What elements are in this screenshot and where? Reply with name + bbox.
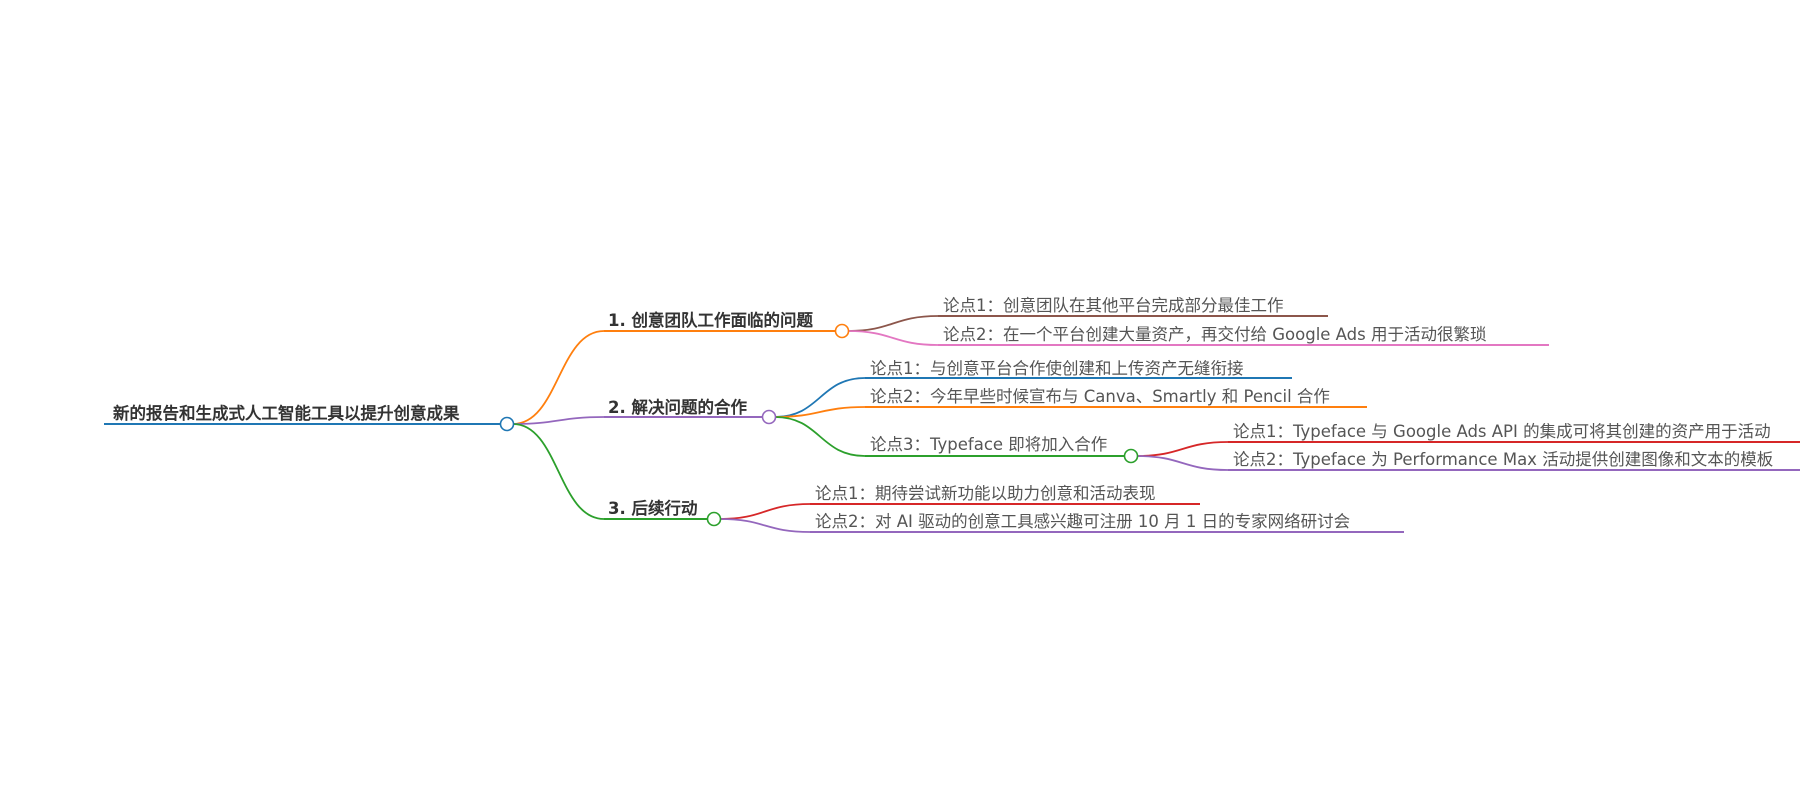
root-label: 新的报告和生成式人工智能工具以提升创意成果 xyxy=(113,403,460,423)
edge-branch-1-leaf-1 xyxy=(847,315,939,332)
edge-root-branch-3 xyxy=(512,423,605,520)
edge-branch-2-leaf-3 xyxy=(774,416,866,457)
leaf-label-2-2: 论点2：今年早些时候宣布与 Canva、Smartly 和 Pencil 合作 xyxy=(870,387,1330,406)
leaf-node-2-3-2[interactable]: 论点2：Typeface 为 Performance Max 活动提供创建图像和… xyxy=(1228,450,1800,471)
leaf-label-1-2: 论点2：在一个平台创建大量资产，再交付给 Google Ads 用于活动很繁琐 xyxy=(943,325,1487,344)
branch-collapse-toggle-3[interactable] xyxy=(706,511,722,527)
edge-branch-3-leaf-1 xyxy=(719,503,811,520)
leaf-label-3-2: 论点2：对 AI 驱动的创意工具感兴趣可注册 10 月 1 日的专家网络研讨会 xyxy=(815,512,1350,531)
edge-branch-2-leaf-1 xyxy=(774,377,866,418)
leaf-label-2-3: 论点3：Typeface 即将加入合作 xyxy=(870,435,1107,454)
edge-branch-2-leaf-2 xyxy=(774,406,866,418)
branch-label-2: 2. 解决问题的合作 xyxy=(608,397,747,417)
leaf-label-2-3-2: 论点2：Typeface 为 Performance Max 活动提供创建图像和… xyxy=(1233,450,1773,469)
leaf-node-2-3-1[interactable]: 论点1：Typeface 与 Google Ads API 的集成可将其创建的资… xyxy=(1228,422,1800,443)
leaf-label-2-1: 论点1：与创意平台合作使创建和上传资产无缝衔接 xyxy=(870,359,1244,378)
edge-root-branch-1 xyxy=(512,330,605,425)
edge-subbranch-2-3-leaf-2 xyxy=(1136,455,1229,471)
root-node[interactable]: 新的报告和生成式人工智能工具以提升创意成果 xyxy=(104,403,515,432)
edge-subbranch-2-3-leaf-1 xyxy=(1136,441,1229,457)
branch-node-3[interactable]: 3. 后续行动 xyxy=(604,498,722,527)
branch-label-1: 1. 创意团队工作面临的问题 xyxy=(608,310,813,330)
branch-node-2[interactable]: 2. 解决问题的合作 xyxy=(604,397,777,425)
edge-root-branch-2 xyxy=(512,416,605,425)
branch-node-1[interactable]: 1. 创意团队工作面临的问题 xyxy=(604,310,850,339)
leaf-label-3-1: 论点1：期待尝试新功能以助力创意和活动表现 xyxy=(815,484,1156,503)
subbranch-collapse-toggle-2-3[interactable] xyxy=(1123,448,1139,464)
leaf-node-1-2[interactable]: 论点2：在一个平台创建大量资产，再交付给 Google Ads 用于活动很繁琐 xyxy=(938,325,1549,346)
leaf-node-3-1[interactable]: 论点1：期待尝试新功能以助力创意和活动表现 xyxy=(810,484,1200,505)
branch-label-3: 3. 后续行动 xyxy=(608,498,698,518)
leaf-label-2-3-1: 论点1：Typeface 与 Google Ads API 的集成可将其创建的资… xyxy=(1233,422,1771,441)
leaf-node-3-2[interactable]: 论点2：对 AI 驱动的创意工具感兴趣可注册 10 月 1 日的专家网络研讨会 xyxy=(810,512,1404,533)
leaf-node-1-1[interactable]: 论点1：创意团队在其他平台完成部分最佳工作 xyxy=(938,296,1328,317)
root-collapse-toggle[interactable] xyxy=(499,416,515,432)
leaf-label-1-1: 论点1：创意团队在其他平台完成部分最佳工作 xyxy=(943,296,1284,315)
edge-branch-1-leaf-2 xyxy=(847,330,939,346)
mindmap-edges xyxy=(512,315,1229,533)
leaf-node-2-2[interactable]: 论点2：今年早些时候宣布与 Canva、Smartly 和 Pencil 合作 xyxy=(865,387,1367,408)
branch-collapse-toggle-1[interactable] xyxy=(834,323,850,339)
leaf-node-2-1[interactable]: 论点1：与创意平台合作使创建和上传资产无缝衔接 xyxy=(865,359,1292,379)
branch-collapse-toggle-2[interactable] xyxy=(761,409,777,425)
leaf-node-2-3[interactable]: 论点3：Typeface 即将加入合作 xyxy=(865,435,1139,464)
edge-branch-3-leaf-2 xyxy=(719,518,811,533)
